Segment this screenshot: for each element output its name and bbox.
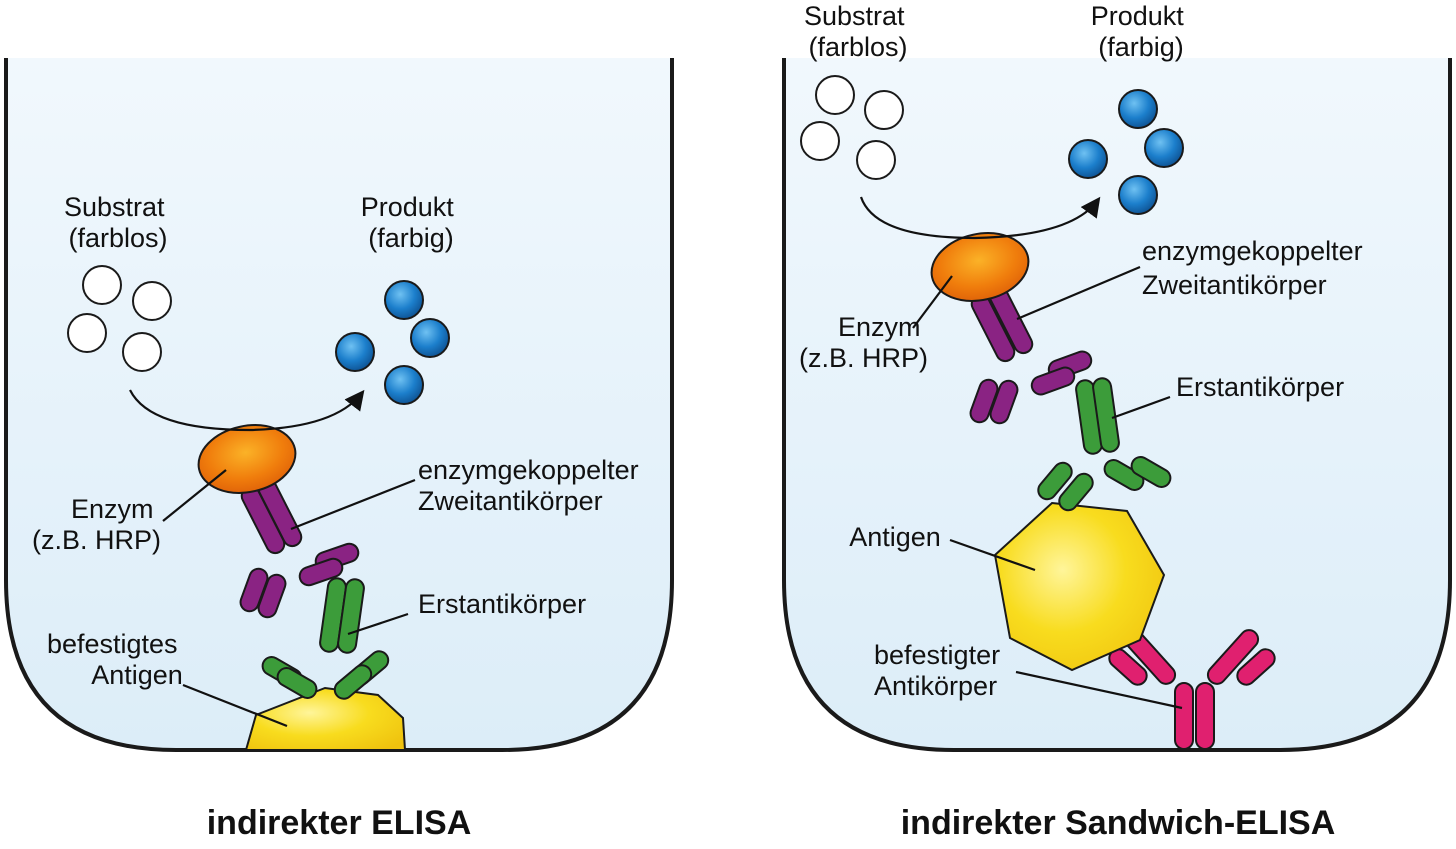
first-antibody-label: Erstantikörper <box>418 589 586 619</box>
panel-caption: indirekter ELISA <box>207 804 472 842</box>
antigen-label: Antigen <box>849 522 941 552</box>
product-label: Produkt (farbig) <box>1091 1 1192 62</box>
substrate-label: Substrat (farblos) <box>64 192 172 253</box>
panel-indirect-elisa: Substrat (farblos) Produkt (farbig) Enzy… <box>6 58 672 842</box>
panel-indirect-sandwich-elisa: Substrat (farblos) Produkt (farbig) Enzy… <box>784 1 1450 842</box>
substrate-label: Substrat (farblos) <box>804 1 912 62</box>
panel-caption: indirekter Sandwich-ELISA <box>901 804 1336 842</box>
product-label: Produkt (farbig) <box>361 192 462 253</box>
capture-antibody-label: befestigter Antikörper <box>874 640 1008 701</box>
first-antibody-label: Erstantikörper <box>1176 372 1344 402</box>
